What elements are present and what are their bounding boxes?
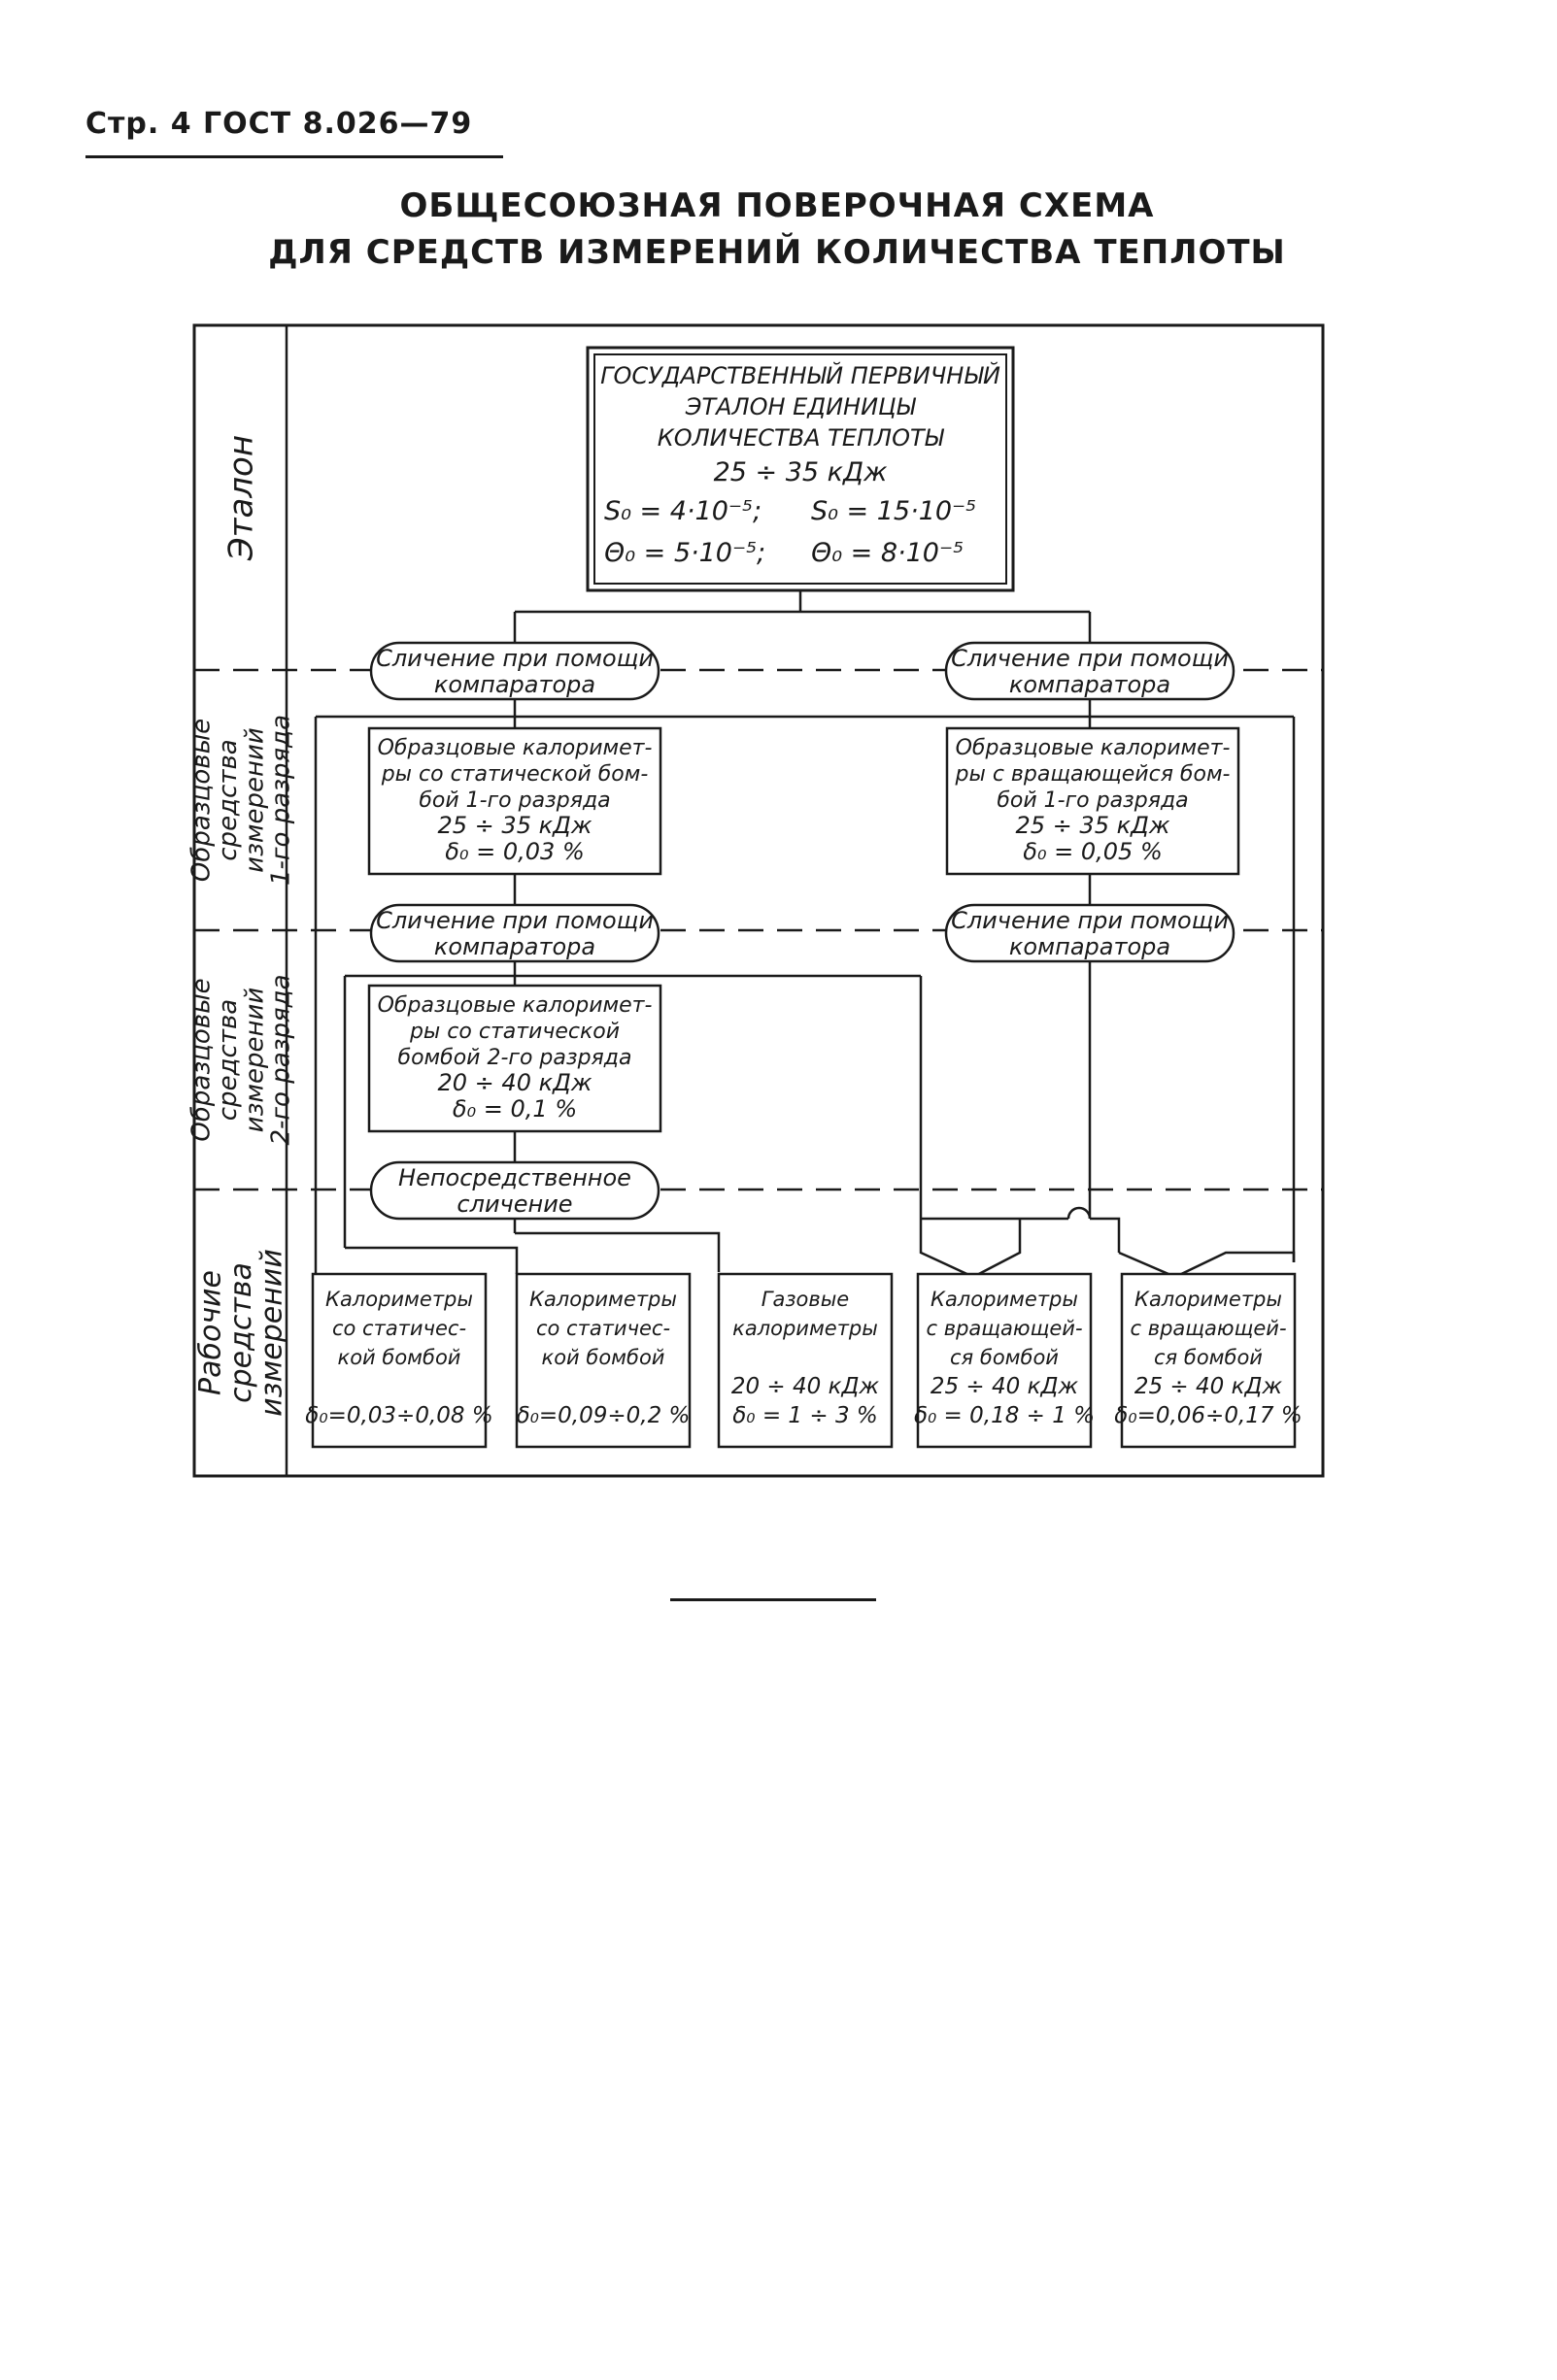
row-label-3: 2-го разряда — [267, 974, 296, 1145]
etalon-theta0-b: Θ₀ = 8·10⁻⁵ — [811, 538, 964, 568]
instrument-text: ся бомбой — [950, 1346, 1059, 1369]
instrument-text: Калориметры — [931, 1288, 1078, 1311]
instrument-text: бой 1-го разряда — [997, 788, 1188, 813]
comparison-label: компаратора — [434, 671, 595, 698]
etalon-theta0-a: Θ₀ = 5·10⁻⁵; — [604, 538, 765, 568]
instrument-text: бомбой 2-го разряда — [398, 1046, 632, 1070]
connector — [515, 1231, 721, 1272]
instrument-text: δ₀ = 0,18 ÷ 1 % — [914, 1403, 1095, 1428]
row-label-1: Эталон — [221, 435, 260, 561]
instrument-text: δ₀ = 0,1 % — [453, 1095, 577, 1123]
comparison-node — [369, 903, 660, 963]
comparison-label: сличение — [457, 1190, 572, 1218]
row-label-2: Образцовые — [187, 719, 217, 882]
instrument-text: Газовые — [762, 1288, 849, 1311]
connector — [345, 1246, 519, 1274]
instrument-text: 25 ÷ 35 кДж — [1016, 812, 1170, 839]
comparison-label: Сличение при помощи — [376, 907, 654, 934]
instrument-text: ся бомбой — [1154, 1346, 1263, 1369]
comparison-node — [369, 1160, 660, 1221]
comparison-label: компаратора — [1009, 671, 1170, 698]
scheme-frame — [192, 323, 1325, 1478]
instrument-text: Образцовые калоримет- — [378, 736, 653, 760]
page-header: Стр. 4 ГОСТ 8.026—79 — [85, 107, 473, 141]
etalon-text: ЭТАЛОН ЕДИНИЦЫ — [685, 393, 917, 420]
comparison-label: Сличение при помощи — [951, 645, 1229, 672]
instrument-text: кой бомбой — [338, 1346, 461, 1369]
instrument-text: кой бомбой — [542, 1346, 665, 1369]
etalon-text: ГОСУДАРСТВЕННЫЙ ПЕРВИЧНЫЙ — [600, 361, 1000, 389]
row-label-4: измерений — [255, 1249, 289, 1417]
instrument-box — [916, 1272, 1093, 1449]
row-label-4: Рабочие — [194, 1270, 228, 1395]
comparison-node — [944, 903, 1235, 963]
etalon-s0-b: S₀ = 15·10⁻⁵ — [811, 496, 976, 526]
instrument-text: 25 ÷ 35 кДж — [438, 812, 592, 839]
instrument-box — [367, 726, 662, 876]
comparison-label: компаратора — [1009, 933, 1170, 960]
instrument-box — [717, 1272, 894, 1449]
row-label-4: средства — [224, 1262, 258, 1403]
etalon-range: 25 ÷ 35 кДж — [714, 457, 888, 487]
row-label-3: измерений — [240, 988, 269, 1133]
instrument-text: ры со статической бом- — [381, 762, 649, 787]
instrument-text: δ₀ = 1 ÷ 3 % — [732, 1403, 878, 1428]
instrument-text: δ₀ = 0,05 % — [1023, 838, 1163, 865]
connector — [1090, 1217, 1121, 1253]
header-rule — [85, 155, 503, 158]
instrument-text: 20 ÷ 40 кДж — [731, 1374, 880, 1399]
comparison-node — [369, 641, 660, 701]
row-label-2: измерений — [240, 727, 269, 873]
instrument-text: 25 ÷ 40 кДж — [931, 1374, 1079, 1399]
instrument-text: со статичес- — [332, 1317, 466, 1340]
row-label-2: 1-го разряда — [267, 715, 296, 886]
instrument-text: калориметры — [732, 1317, 878, 1340]
title-line-2: ДЛЯ СРЕДСТВ ИЗМЕРЕНИЙ КОЛИЧЕСТВА ТЕПЛОТЫ — [268, 233, 1286, 272]
comparison-label: Сличение при помощи — [951, 907, 1229, 934]
instrument-box — [1120, 1272, 1297, 1449]
instrument-text: 25 ÷ 40 кДж — [1134, 1374, 1283, 1399]
instrument-text: δ₀=0,06÷0,17 % — [1114, 1403, 1302, 1428]
connector — [1118, 1251, 1296, 1279]
instrument-box — [515, 1272, 692, 1449]
row-label-3: Образцовые — [187, 978, 217, 1141]
title-line-1: ОБЩЕСОЮЗНАЯ ПОВЕРОЧНАЯ СХЕМА — [399, 186, 1155, 225]
instrument-text: ры с вращающейся бом- — [955, 762, 1231, 787]
comparison-label: Сличение при помощи — [376, 645, 654, 672]
line-crossing-hop — [1066, 1206, 1092, 1220]
comparison-label: компаратора — [434, 933, 595, 960]
instrument-text: 20 ÷ 40 кДж — [438, 1069, 592, 1096]
instrument-text: ры со статической — [409, 1020, 620, 1044]
comparison-node — [944, 641, 1235, 701]
row-label-3: средства — [214, 999, 243, 1121]
etalon-box — [586, 346, 1015, 592]
instrument-text: со статичес- — [536, 1317, 670, 1340]
connector — [919, 1219, 1022, 1279]
etalon-text: КОЛИЧЕСТВА ТЕПЛОТЫ — [658, 424, 945, 452]
instrument-box — [945, 726, 1240, 876]
instrument-text: Образцовые калоримет- — [956, 736, 1231, 760]
instrument-text: δ₀=0,03÷0,08 % — [305, 1403, 492, 1428]
instrument-text: Образцовые калоримет- — [378, 993, 653, 1018]
instrument-text: бой 1-го разряда — [419, 788, 610, 813]
instrument-box — [367, 984, 662, 1133]
instrument-box — [311, 1272, 488, 1449]
instrument-text: Калориметры — [529, 1288, 677, 1311]
instrument-text: Калориметры — [1134, 1288, 1282, 1311]
comparison-label: Непосредственное — [398, 1164, 631, 1191]
instrument-text: с вращающей- — [1130, 1317, 1286, 1340]
instrument-text: Калориметры — [325, 1288, 473, 1311]
instrument-text: δ₀=0,09÷0,2 % — [517, 1403, 691, 1428]
instrument-text: δ₀ = 0,03 % — [445, 838, 585, 865]
instrument-text: с вращающей- — [926, 1317, 1082, 1340]
etalon-box-inner — [593, 353, 1007, 585]
bottom-rule — [670, 1598, 876, 1601]
etalon-s0-a: S₀ = 4·10⁻⁵; — [604, 496, 762, 526]
row-label-2: средства — [214, 739, 243, 860]
